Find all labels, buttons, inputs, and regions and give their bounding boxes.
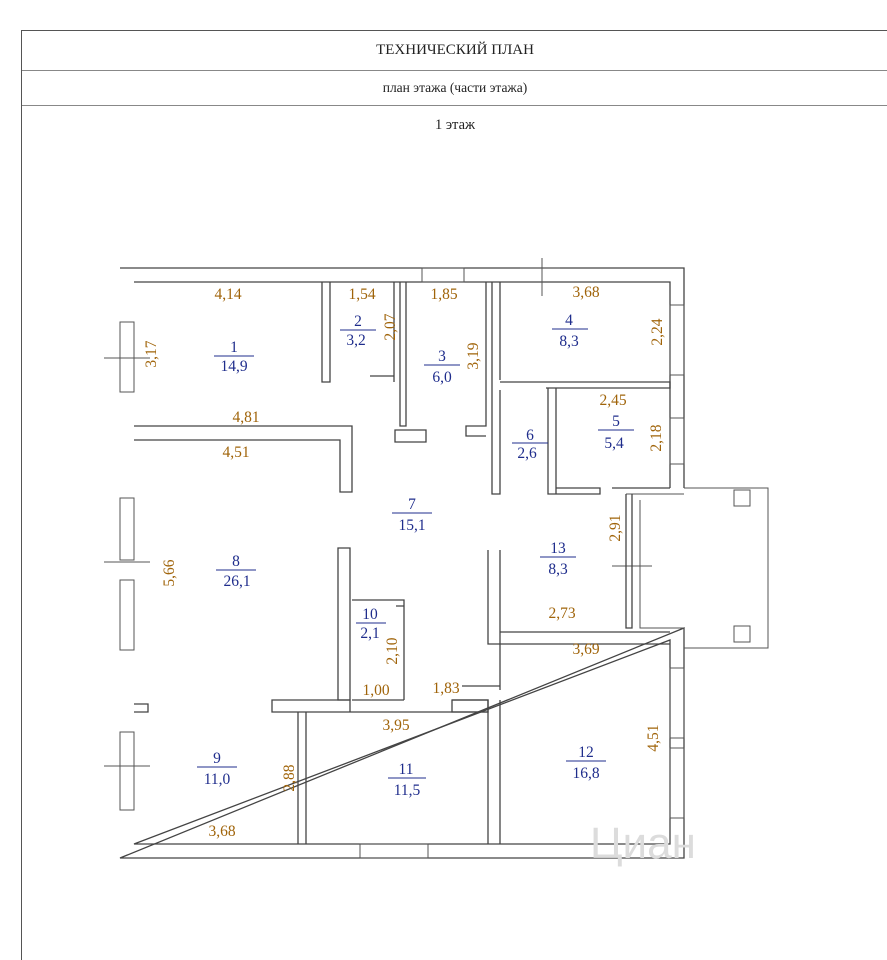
svg-text:4: 4: [565, 312, 573, 329]
svg-text:8,3: 8,3: [548, 561, 568, 578]
svg-text:1: 1: [230, 339, 238, 356]
watermark: Циан: [590, 819, 696, 868]
dimension-label: 3,68: [208, 823, 235, 840]
room-label-6: 62,6: [512, 427, 548, 462]
room-label-8: 826,1: [216, 553, 256, 590]
dimension-label: 3,19: [465, 342, 482, 369]
plan-sheet: ТЕХНИЧЕСКИЙ ПЛАН план этажа (части этажа…: [21, 30, 887, 960]
dimension-label: 3,95: [382, 717, 409, 734]
svg-text:5,4: 5,4: [604, 435, 624, 452]
dimension-label: 4,14: [214, 286, 241, 303]
dimension-label: 5,66: [161, 559, 178, 586]
dimension-label: 2,88: [281, 764, 298, 791]
dimension-label: 4,81: [232, 409, 259, 426]
svg-text:3: 3: [438, 348, 446, 365]
svg-text:5: 5: [612, 413, 620, 430]
svg-text:8,3: 8,3: [559, 333, 579, 350]
dimension-label: 2,45: [599, 392, 626, 409]
dimension-label: 2,73: [548, 605, 575, 622]
room-labels: 114,9 23,2 36,0 48,3 55,4 62,6 715,1 826…: [197, 312, 634, 799]
svg-text:8: 8: [232, 553, 240, 570]
room-label-9: 911,0: [197, 750, 237, 788]
dimension-label: 2,18: [648, 424, 665, 451]
room-label-3: 36,0: [424, 348, 460, 386]
room-label-5: 55,4: [598, 413, 634, 452]
dimension-label: 4,51: [222, 444, 249, 461]
dimension-label: 1,83: [432, 680, 459, 697]
svg-text:2,1: 2,1: [360, 625, 379, 642]
outer-walls: [104, 258, 685, 859]
dimension-label: 2,24: [649, 318, 666, 345]
dimension-label: 3,68: [572, 284, 599, 301]
floor-label: 1 этаж: [434, 117, 476, 133]
document-subtitle: план этажа (части этажа): [22, 71, 887, 106]
dimension-label: 3,17: [143, 340, 160, 367]
svg-text:13: 13: [550, 540, 566, 557]
dimension-label: 1,54: [348, 286, 375, 303]
room-label-2: 23,2: [340, 313, 376, 349]
document-title: ТЕХНИЧЕСКИЙ ПЛАН: [22, 31, 887, 71]
dimension-label: 1,85: [430, 286, 457, 303]
svg-text:15,1: 15,1: [398, 517, 425, 534]
room-label-10: 102,1: [356, 606, 386, 642]
svg-text:7: 7: [408, 496, 416, 513]
room-label-1: 114,9: [214, 339, 254, 375]
room-label-7: 715,1: [392, 496, 432, 534]
terrace: [626, 487, 769, 649]
svg-text:6,0: 6,0: [432, 369, 452, 386]
svg-text:12: 12: [578, 744, 594, 761]
svg-text:26,1: 26,1: [223, 573, 250, 590]
room-label-12: 12 16,8: [566, 744, 606, 782]
svg-text:3,2: 3,2: [346, 332, 365, 349]
svg-text:9: 9: [213, 750, 221, 767]
svg-text:10: 10: [362, 606, 378, 623]
room-label-11: 11 11,5: [388, 761, 426, 799]
dimension-label: 2,91: [607, 514, 624, 541]
svg-text:11,5: 11,5: [394, 782, 421, 799]
dimension-label: 3,69: [572, 641, 599, 658]
dimension-label: 2,07: [382, 313, 399, 340]
room-label-13: 138,3: [540, 540, 576, 578]
svg-text:14,9: 14,9: [220, 358, 247, 375]
svg-text:2,6: 2,6: [517, 445, 537, 462]
svg-text:11: 11: [399, 761, 414, 778]
dimension-label: 4,51: [645, 724, 662, 751]
dimension-label: 2,10: [384, 637, 401, 664]
interior-walls: [134, 282, 671, 844]
dimension-label: 1,00: [362, 682, 389, 699]
svg-text:11,0: 11,0: [204, 771, 231, 788]
svg-text:2: 2: [354, 313, 362, 330]
room-label-4: 48,3: [552, 312, 588, 350]
svg-text:16,8: 16,8: [572, 765, 599, 782]
svg-text:6: 6: [526, 427, 534, 444]
dimension-labels: 4,14 1,54 1,85 3,68 3,17 2,07 3,19 2,24 …: [143, 284, 666, 840]
